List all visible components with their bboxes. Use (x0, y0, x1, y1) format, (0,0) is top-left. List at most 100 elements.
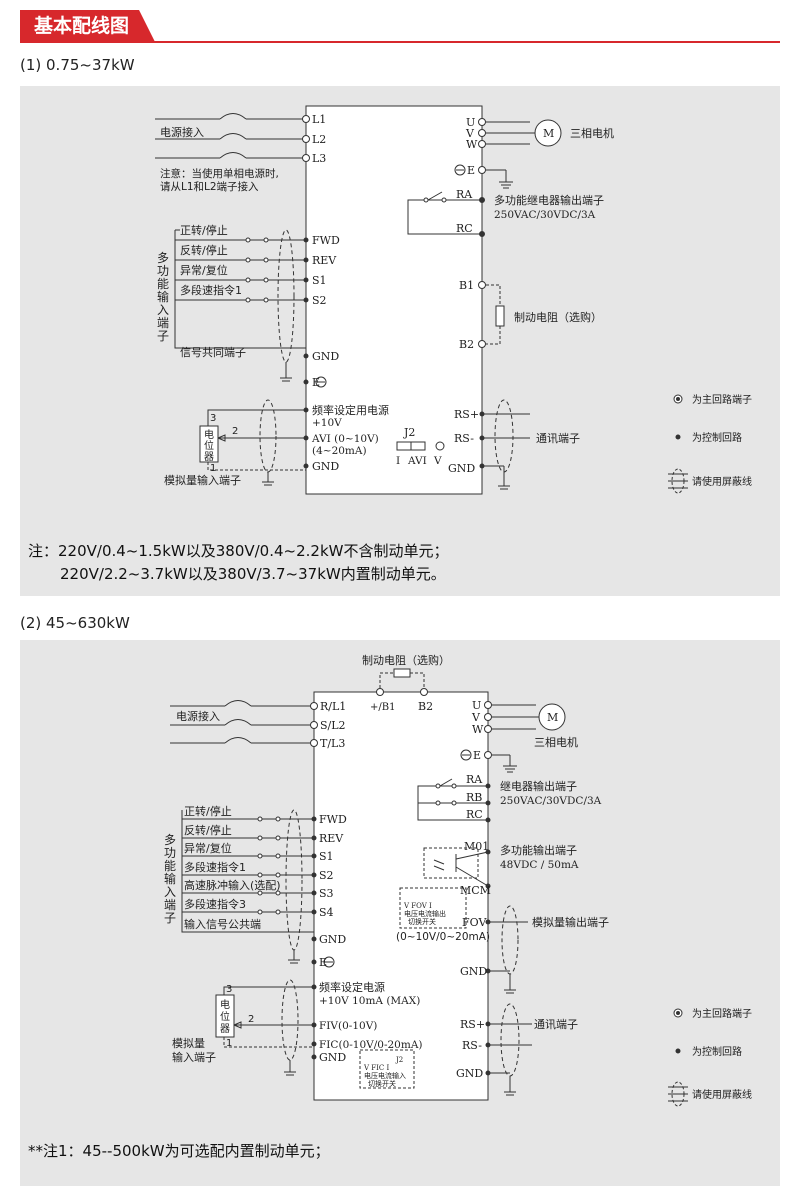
vertical-label-char: 能 (164, 859, 176, 873)
terminal-rev: REV (312, 254, 337, 267)
vertical-label-char: 电 (220, 998, 230, 1011)
terminal2-gnd: GND (319, 933, 346, 946)
legend2-shielded: 请使用屏蔽线 (692, 1088, 752, 1101)
brake-label-2: 制动电阻（选购） (362, 653, 450, 667)
fov-switch-line1: V FOV I (403, 902, 432, 910)
terminal2-s3: S3 (319, 887, 334, 900)
terminal-b1: B1 (459, 279, 474, 292)
input-label-fwd: 正转/停止 (180, 223, 228, 237)
input-group-label-2: 多功能输入端子 (164, 833, 176, 925)
section-header: 基本配线图 (20, 10, 780, 44)
terminal2-rev: REV (319, 832, 344, 845)
input2-label-s4: 多段速指令3 (184, 897, 246, 911)
vertical-label-char: 子 (164, 911, 176, 925)
terminal2-s4: S4 (319, 906, 334, 919)
analog-out-label: 模拟量输出端子 (532, 915, 609, 929)
power-label: 电源接入 (160, 125, 204, 139)
vertical-label-char: 输 (157, 289, 169, 304)
analog-label-2-line1: 模拟量 (172, 1036, 205, 1050)
section1-note-line1: 注：220V/0.4~1.5kW以及380V/0.4~2.2kW不含制动单元； (28, 542, 449, 560)
wiring-diagram-2-svg: 制动电阻（选购） +/B1 B2 电源接入 R/L1 S/L2 T/L3 M U… (164, 653, 752, 1107)
analog-label: 模拟量输入端子 (164, 473, 241, 487)
section1-note-line2: 220V/2.2~3.7kW以及380V/3.7~37kW内置制动单元。 (60, 565, 446, 583)
vertical-label-char: 子 (157, 329, 169, 343)
pot-label: 电位器 (204, 428, 214, 463)
terminal-rs-plus: RS+ (454, 408, 479, 421)
avi-line2: (4~20mA) (312, 445, 367, 457)
terminal-u-2: U (472, 699, 481, 712)
vertical-label-char: 能 (157, 277, 169, 291)
terminal-gnd-fov: GND (460, 965, 487, 978)
input2-label-s1: 异常/复位 (184, 841, 232, 855)
ground-terminal (454, 164, 513, 189)
wiring-diagram-1: 电源接入 L1 L2 L3 注意：当使用单相电源时, 请从L1和L2端子接入 M… (20, 86, 780, 596)
fic-label: FIC(0-10V/0-20mA) (319, 1039, 423, 1051)
terminal-plus-b1: +/B1 (370, 702, 395, 713)
pot-pin-1: 1 (210, 463, 216, 474)
terminal2-rs-minus: RS- (462, 1039, 482, 1052)
vertical-label-char: 器 (204, 451, 214, 463)
input-label-rev: 反转/停止 (180, 243, 228, 257)
input2-label-s3: 高速脉冲输入(选配) (184, 878, 281, 892)
brake-resistor (478, 281, 505, 348)
terminal-gnd-comm: GND (448, 462, 475, 475)
j2-opt-i: I (396, 455, 400, 467)
power-label-2: 电源接入 (176, 709, 220, 723)
terminal-t-l3: T/L3 (320, 737, 345, 750)
digital-inputs-2 (181, 809, 335, 968)
digital-inputs (174, 229, 327, 388)
terminal-w: W (466, 138, 478, 151)
terminal-mcm: MCM (460, 884, 491, 897)
freq-supply-line2: +10V (312, 417, 342, 429)
j2-label: J2 (403, 426, 415, 439)
pot2-pin-1: 1 (226, 1038, 232, 1049)
input-group-label: 多功能输入端子 (157, 251, 169, 343)
common-label: 信号共同端子 (180, 346, 246, 359)
terminal-v-2: V (471, 711, 481, 724)
analog-input (199, 399, 445, 486)
wiring-diagram-1-svg: 电源接入 L1 L2 L3 注意：当使用单相电源时, 请从L1和L2端子接入 M… (155, 105, 752, 495)
vertical-label-char: 功 (157, 264, 169, 278)
mo-label-line1: 多功能输出端子 (500, 843, 577, 857)
terminal-b2-2: B2 (418, 700, 433, 713)
motor-label: 三相电机 (570, 126, 614, 140)
terminal-l1: L1 (312, 113, 326, 126)
terminal-fov: FOV (462, 916, 487, 929)
relay-label-line1: 多功能继电器输出端子 (494, 193, 604, 207)
mo-label-line2: 48VDC / 50mA (500, 859, 579, 871)
brake-label: 制动电阻（选购） (514, 310, 602, 324)
legend-2 (668, 1008, 688, 1107)
j2-opt-avi: AVI (407, 455, 427, 467)
j2-opt-v: V (433, 455, 442, 467)
terminal-mo1: M01 (464, 840, 489, 853)
legend-control-circuit: 为控制回路 (692, 431, 742, 444)
vertical-label-char: 输 (164, 871, 176, 886)
pot-label-2: 电位器 (220, 998, 230, 1035)
terminal-rs-minus: RS- (454, 432, 474, 445)
single-phase-note-line2: 请从L1和L2端子接入 (160, 180, 259, 193)
fov-switch-line3: 切换开关 (408, 917, 436, 926)
relay-label-2-line2: 250VAC/30VDC/3A (500, 795, 602, 807)
vertical-label-char: 器 (220, 1023, 230, 1035)
terminal-gnd-input: GND (312, 350, 339, 363)
vertical-label-char: 多 (164, 833, 176, 847)
mo1-output (399, 847, 491, 929)
freq-supply-2-line2: +10V 10mA (MAX) (319, 995, 420, 1007)
ground-terminal-2 (460, 749, 517, 773)
vertical-label-char: 入 (164, 885, 176, 899)
vertical-label-char: 入 (157, 303, 169, 317)
terminal-rb-2: RB (466, 791, 482, 804)
relay-label-line2: 250VAC/30VDC/3A (494, 209, 596, 221)
terminal-ra: RA (456, 188, 473, 201)
terminal2-s1: S1 (319, 850, 334, 863)
pot2-pin-3: 3 (226, 984, 232, 995)
ground-e-label: E (467, 164, 475, 177)
pot-pin-2: 2 (232, 426, 238, 437)
input2-label-common: 输入信号公共端 (184, 917, 261, 931)
ground-e-label-2: E (473, 749, 481, 762)
power-input-lines-2 (170, 700, 318, 747)
terminal-b2: B2 (459, 338, 474, 351)
single-phase-note-line1: 注意：当使用单相电源时, (160, 167, 279, 180)
vertical-label-char: 端 (164, 898, 176, 912)
terminal-s-l2: S/L2 (320, 719, 346, 732)
